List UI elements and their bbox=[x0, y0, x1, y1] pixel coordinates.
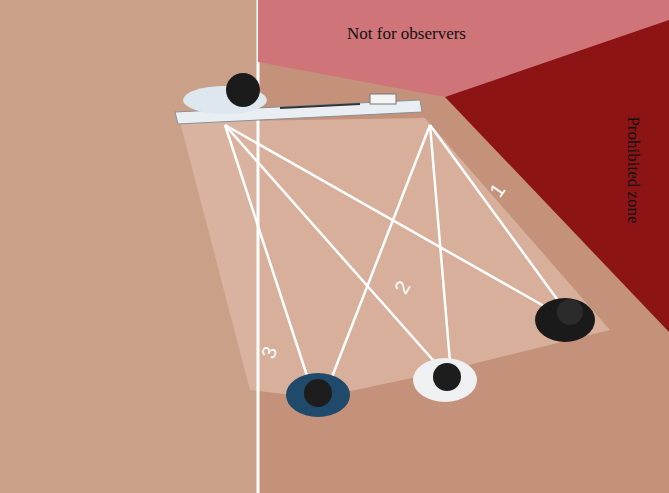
observer-3-head bbox=[304, 379, 332, 407]
observer-1-body bbox=[535, 298, 595, 342]
laptop bbox=[370, 94, 396, 104]
boundary-line bbox=[257, 0, 260, 493]
prohibited-zone: Prohibited zone bbox=[445, 20, 669, 332]
zone-fill bbox=[445, 20, 669, 332]
observer-1-head bbox=[557, 299, 583, 325]
zone-label: Prohibited zone bbox=[623, 116, 643, 223]
observer-2-head bbox=[433, 363, 461, 391]
person-head bbox=[226, 73, 260, 107]
observer-2-body bbox=[413, 358, 477, 402]
table-edge bbox=[280, 104, 360, 108]
zone-label: Not for observers bbox=[347, 24, 466, 44]
observer-3-body bbox=[286, 373, 350, 417]
